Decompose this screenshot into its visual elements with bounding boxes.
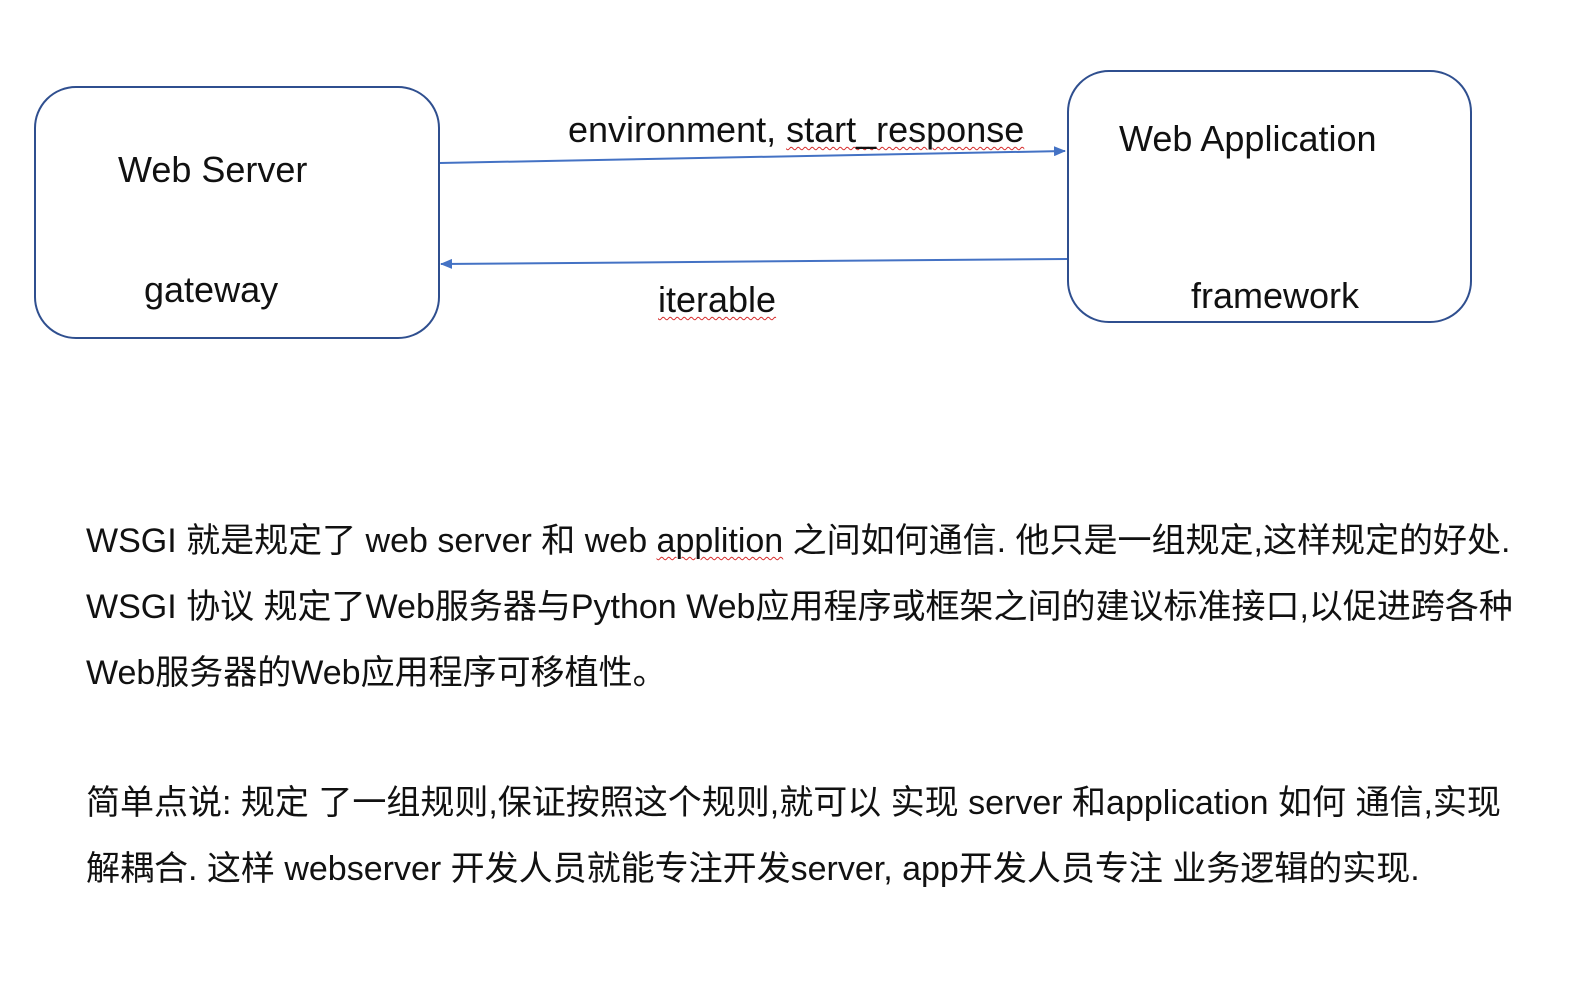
web-server-box: Web Server gateway	[34, 86, 440, 339]
response-arrow	[440, 258, 1068, 269]
web-application-subtitle: framework	[1191, 275, 1360, 316]
request-label-prefix: environment,	[568, 109, 787, 150]
request-arrow	[439, 146, 1066, 164]
para-1-misspelled-word: applition	[656, 522, 784, 560]
web-server-title: Web Server	[118, 149, 308, 190]
web-server-subtitle: gateway	[144, 269, 279, 310]
web-application-box: Web Application framework	[1067, 70, 1472, 323]
request-label-start-response: start_response	[786, 109, 1025, 150]
response-arrow-label: iterable	[658, 279, 777, 320]
para-1-start: WSGI 就是规定了 web server 和 web	[86, 522, 657, 560]
para-1-end: 之间如何通信. 他只是一组规定,这样规定的好处. WSGI 协议 规定了Web服…	[86, 522, 1513, 692]
request-arrow-label: environment, start_response	[568, 112, 1024, 148]
wsgi-description-paragraph: WSGI 就是规定了 web server 和 web applition 之间…	[86, 508, 1516, 706]
web-application-title: Web Application	[1119, 118, 1377, 159]
summary-paragraph: 简单点说: 规定 了一组规则,保证按照这个规则,就可以 实现 server 和a…	[86, 784, 1501, 888]
